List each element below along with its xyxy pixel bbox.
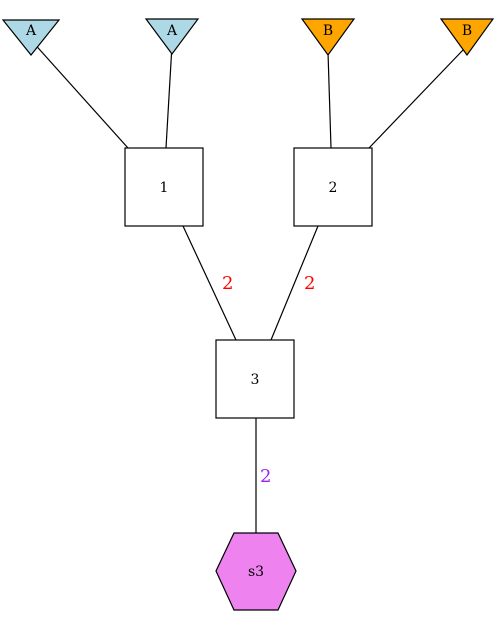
triangle-down-icon — [1, 19, 61, 56]
node-label: B — [462, 23, 472, 39]
node-1-box — [124, 147, 204, 227]
hexagon-icon — [215, 532, 297, 611]
node-2-box — [293, 147, 373, 227]
edge-b1-to-2 — [327, 51, 332, 149]
node-label: A — [166, 23, 178, 39]
node-label: 3 — [251, 372, 260, 388]
edge-a2-to-1 — [165, 44, 173, 149]
triangle-down-icon — [300, 18, 356, 57]
node-label: s3 — [248, 564, 264, 580]
node-label: B — [323, 23, 333, 39]
node-3[interactable]: 3 — [215, 339, 295, 419]
edge-label-1-to-3: 2 — [222, 273, 233, 294]
edge-b2-to-2 — [368, 49, 464, 149]
edge-label-3-to-s3: 2 — [260, 466, 271, 487]
node-a-right[interactable]: A — [144, 18, 200, 56]
node-2[interactable]: 2 — [293, 147, 373, 227]
node-b-right[interactable]: B — [439, 18, 495, 57]
node-label: 2 — [329, 180, 338, 196]
node-a-left[interactable]: A — [1, 19, 61, 56]
edge-1-to-3 — [182, 225, 237, 341]
edge-2-to-3 — [270, 225, 319, 341]
node-b-left[interactable]: B — [300, 18, 356, 57]
triangle-down-icon — [144, 18, 200, 56]
node-1[interactable]: 1 — [124, 147, 204, 227]
edge-a1-to-1 — [30, 39, 129, 149]
node-label: A — [25, 23, 37, 39]
node-label: 1 — [160, 180, 169, 196]
edge-label-2-to-3: 2 — [304, 273, 315, 294]
node-s3[interactable]: s3 — [215, 532, 297, 611]
node-3-box — [215, 339, 295, 419]
triangle-down-icon — [439, 18, 495, 57]
